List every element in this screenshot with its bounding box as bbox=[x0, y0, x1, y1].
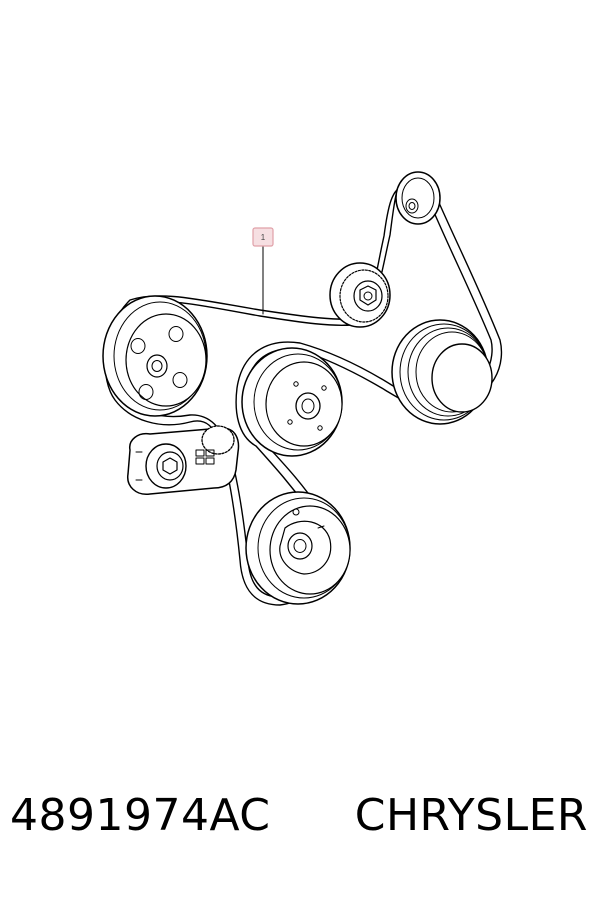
callout-badge[interactable]: 1 bbox=[252, 227, 274, 247]
alternator-pulley bbox=[391, 319, 493, 425]
water-pump-pulley bbox=[241, 347, 343, 457]
crankshaft-damper-pulley bbox=[245, 491, 351, 605]
callout-box bbox=[252, 227, 274, 247]
belt-routing-diagram: 1 bbox=[102, 171, 503, 606]
belt-tensioner-pulley bbox=[329, 262, 391, 328]
upper-idler-pulley bbox=[395, 171, 441, 225]
power-steering-pulley bbox=[102, 295, 208, 417]
callout-number: 1 bbox=[261, 233, 266, 242]
brand-name: CHRYSLER bbox=[354, 790, 588, 841]
automatic-belt-tensioner bbox=[127, 425, 240, 495]
part-number: 4891974AC bbox=[10, 790, 271, 841]
footer: 4891974AC CHRYSLER bbox=[0, 790, 600, 870]
